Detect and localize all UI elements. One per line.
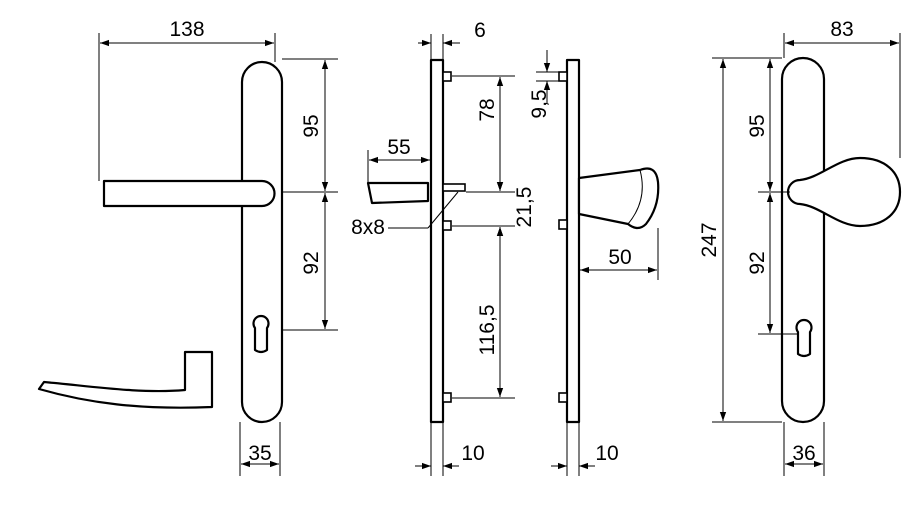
right-backplate — [780, 56, 826, 424]
dim-pin-9-5: 9,5 — [528, 50, 559, 119]
dim-label-35: 35 — [248, 442, 271, 465]
pin-mid-lever — [442, 220, 452, 231]
dim-heights-side-lever: 78 21,5 116,5 — [452, 75, 536, 399]
pin-mid-knob — [558, 219, 568, 230]
dim-label-78: 78 — [476, 98, 499, 121]
dim-label-138: 138 — [169, 18, 204, 41]
dim-heights-left: 95 92 — [282, 58, 338, 331]
pin-top-knob — [558, 71, 568, 82]
dim-thickness-10-knob: 10 — [551, 422, 619, 476]
knob-profile — [577, 167, 660, 230]
side-view-knob: 9,5 50 10 — [528, 50, 660, 476]
dim-label-55: 55 — [387, 136, 410, 159]
left-view: 138 95 92 35 — [37, 18, 338, 476]
side-plate-lever — [429, 58, 445, 424]
dim-label-95-right: 95 — [746, 114, 769, 137]
left-lever — [102, 179, 276, 208]
spindle-square — [442, 183, 466, 192]
label-8x8: 8x8 — [351, 216, 385, 239]
dim-width-138: 138 — [98, 18, 276, 181]
dim-width-83: 83 — [783, 18, 901, 158]
dim-label-50: 50 — [608, 246, 631, 269]
dim-label-92-left: 92 — [300, 251, 323, 274]
side-view-lever: 6 55 8x8 78 21,5 116,5 — [351, 19, 536, 476]
right-keyhole — [795, 318, 813, 358]
label-spindle: 8x8 — [351, 191, 459, 239]
dim-heights-right: 95 92 — [746, 57, 798, 335]
left-backplate — [240, 60, 284, 424]
dim-total-247: 247 — [698, 57, 782, 423]
pin-top-lever — [442, 71, 452, 82]
lever-profile — [37, 350, 214, 409]
dim-label-21-5: 21,5 — [513, 187, 536, 228]
dim-label-95-left: 95 — [300, 114, 323, 137]
dim-label-10-lever: 10 — [461, 442, 484, 465]
right-view: 83 247 95 92 36 — [698, 18, 902, 476]
pin-bottom-lever — [442, 392, 452, 403]
dim-label-247: 247 — [698, 222, 721, 257]
left-keyhole — [252, 314, 270, 354]
dim-label-83: 83 — [830, 18, 853, 41]
dim-offset-6: 6 — [418, 19, 486, 60]
knob-edge — [627, 169, 643, 225]
dim-plate-35: 35 — [239, 422, 281, 476]
dim-label-92-right: 92 — [746, 251, 769, 274]
dim-lever-55: 55 — [367, 136, 432, 183]
dim-label-116-5: 116,5 — [476, 305, 499, 356]
dim-label-36: 36 — [792, 442, 815, 465]
pin-bottom-knob — [558, 392, 568, 403]
dim-label-9-5: 9,5 — [528, 89, 551, 118]
dim-knob-50: 50 — [580, 228, 659, 280]
dim-thickness-10-lever: 10 — [415, 422, 485, 476]
side-plate-knob — [565, 58, 581, 424]
right-knob — [786, 156, 902, 228]
dim-label-10-knob: 10 — [595, 442, 618, 465]
dim-label-6: 6 — [474, 19, 486, 42]
side-lever-profile — [366, 181, 430, 205]
dim-plate-36: 36 — [783, 422, 825, 476]
